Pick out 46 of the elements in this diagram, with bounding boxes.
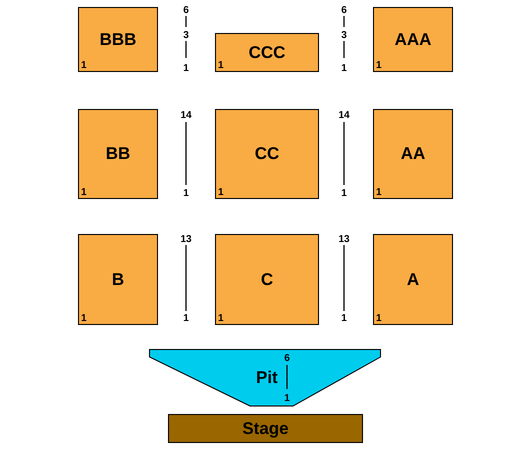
seating-section [373,7,453,72]
row-number: 1 [81,313,87,324]
seating-section [215,109,319,199]
row-number: 1 [218,60,224,71]
section-name: AA [400,144,426,164]
seating-section [373,234,453,325]
section-name: AAA [394,30,432,50]
row-number: 6 [341,5,347,16]
row-number: 14 [180,110,192,121]
section-name: CC [254,144,280,164]
row-number: 13 [180,234,192,245]
row-number: 1 [376,187,382,198]
row-number: 1 [376,313,382,324]
row-number: 14 [338,110,350,121]
section-name: A [406,270,420,290]
row-number: 1 [376,60,382,71]
row-number: 1 [81,60,87,71]
row-number: 1 [341,63,347,74]
row-number: 1 [81,187,87,198]
seating-section [78,7,158,72]
section-name: BB [106,144,130,164]
stage-label: Stage [242,418,289,438]
section-name: B [112,270,124,290]
seating-section [215,234,319,325]
section-name: Pit [256,368,278,388]
row-number: 3 [183,30,189,41]
row-number: 1 [218,187,224,198]
seating-section [78,109,158,199]
seating-section [78,234,158,325]
section-name: BBB [100,30,136,50]
row-number: 1 [284,393,290,404]
row-number: 1 [183,313,189,324]
section-name: C [260,270,274,290]
row-number: 6 [183,5,189,16]
seating-section [373,109,453,199]
row-number: 1 [341,313,347,324]
row-number: 1 [183,188,189,199]
stage [168,414,363,443]
row-number: 13 [338,234,350,245]
row-number: 1 [341,188,347,199]
row-number: 1 [218,313,224,324]
seating-section [215,33,319,72]
row-number: 6 [284,353,290,364]
row-number: 3 [341,30,347,41]
section-name: CCC [248,42,286,62]
row-number: 1 [183,63,189,74]
